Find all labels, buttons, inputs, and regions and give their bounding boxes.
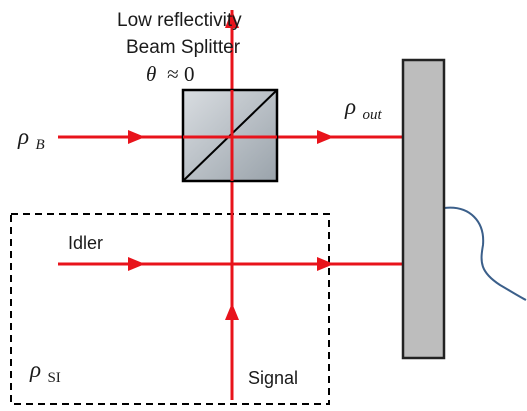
rho-si-label: ρ SI: [29, 356, 61, 386]
rho-b-symbol: ρ: [17, 124, 29, 149]
theta-symbol: θ: [146, 62, 156, 86]
splitter-label-line1: Low reflectivity: [117, 10, 242, 31]
arrow-right-icon: [317, 257, 334, 271]
rho-out-symbol: ρ: [344, 94, 356, 119]
rho-si-symbol: ρ: [29, 357, 41, 382]
arrow-up-icon: [225, 303, 239, 320]
arrow-up-icon: [225, 10, 239, 28]
rho-out-label: ρ out: [344, 93, 382, 123]
detector-plate-icon: [401, 58, 446, 360]
arrow-right-icon: [317, 130, 334, 144]
splitter-label-line2: Beam Splitter: [126, 37, 241, 58]
arrow-right-icon: [128, 257, 145, 271]
signal-label: Signal: [248, 368, 298, 388]
input-region-box: [10, 213, 330, 405]
theta-expression: θ ≈ 0: [146, 62, 194, 86]
theta-relation: ≈ 0: [167, 62, 194, 86]
rho-b-label: ρ B: [17, 123, 45, 153]
rho-out-subscript: out: [362, 107, 382, 123]
optical-fiber-icon: [443, 206, 527, 301]
rho-b-subscript: B: [35, 137, 44, 153]
arrow-right-icon: [128, 130, 145, 144]
rho-si-subscript: SI: [47, 370, 60, 386]
idler-label: Idler: [68, 233, 103, 253]
